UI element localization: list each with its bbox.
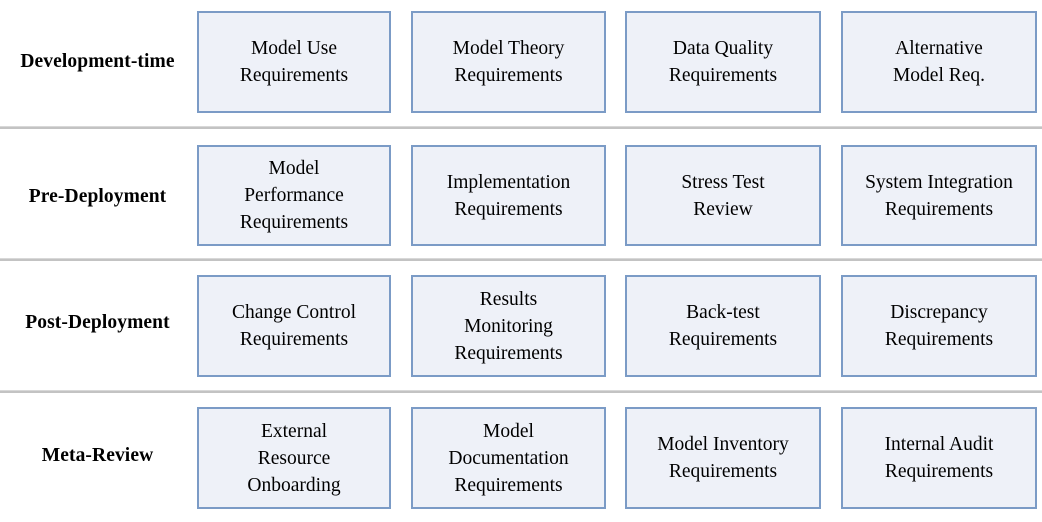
card-label: External Resource Onboarding	[247, 420, 341, 496]
card-internal-audit-requirements[interactable]: Internal Audit Requirements	[841, 407, 1037, 509]
card-label: Back-test Requirements	[668, 302, 778, 350]
card-implementation-requirements[interactable]: Implementation Requirements	[411, 145, 606, 246]
card-discrepancy-requirements[interactable]: Discrepancy Requirements	[841, 275, 1037, 377]
row-label-meta-review: Meta-Review	[41, 445, 154, 466]
card-change-control-requirements[interactable]: Change Control Requirements	[197, 275, 391, 377]
card-model-performance-requirements[interactable]: Model Performance Requirements	[197, 145, 391, 246]
row-label-pre-deployment: Pre-Deployment	[28, 186, 167, 207]
card-model-documentation-requirements[interactable]: Model Documentation Requirements	[411, 407, 606, 509]
card-model-theory-requirements[interactable]: Model Theory Requirements	[411, 11, 606, 113]
card-label: Change Control Requirements	[231, 302, 357, 350]
row-divider	[0, 258, 1042, 261]
card-label: Model Performance Requirements	[239, 158, 349, 233]
card-model-inventory-requirements[interactable]: Model Inventory Requirements	[625, 407, 821, 509]
card-results-monitoring-requirements[interactable]: Results Monitoring Requirements	[411, 275, 606, 377]
card-back-test-requirements[interactable]: Back-test Requirements	[625, 275, 821, 377]
card-data-quality-requirements[interactable]: Data Quality Requirements	[625, 11, 821, 113]
card-label: Data Quality Requirements	[668, 38, 778, 86]
card-label: Alternative Model Req.	[892, 38, 986, 86]
row-divider	[0, 126, 1042, 129]
card-label: System Integration Requirements	[865, 171, 1013, 220]
card-label: Model Inventory Requirements	[657, 434, 789, 482]
card-external-resource-onboarding[interactable]: External Resource Onboarding	[197, 407, 391, 509]
card-label: Discrepancy Requirements	[884, 302, 994, 350]
card-label: Internal Audit Requirements	[884, 434, 994, 482]
card-label: Model Use Requirements	[239, 38, 349, 86]
card-stress-test-review[interactable]: Stress Test Review	[625, 145, 821, 246]
card-system-integration-requirements[interactable]: System Integration Requirements	[841, 145, 1037, 246]
card-label: Results Monitoring Requirements	[454, 288, 563, 364]
card-label: Stress Test Review	[681, 171, 765, 220]
card-label: Implementation Requirements	[446, 171, 571, 220]
row-label-post-deployment: Post-Deployment	[25, 312, 170, 333]
row-label-development-time: Development-time	[20, 51, 175, 72]
card-alternative-model-req[interactable]: Alternative Model Req.	[841, 11, 1037, 113]
row-divider	[0, 390, 1042, 393]
card-model-use-requirements[interactable]: Model Use Requirements	[197, 11, 391, 113]
card-label: Model Documentation Requirements	[448, 420, 569, 496]
card-label: Model Theory Requirements	[452, 38, 565, 86]
